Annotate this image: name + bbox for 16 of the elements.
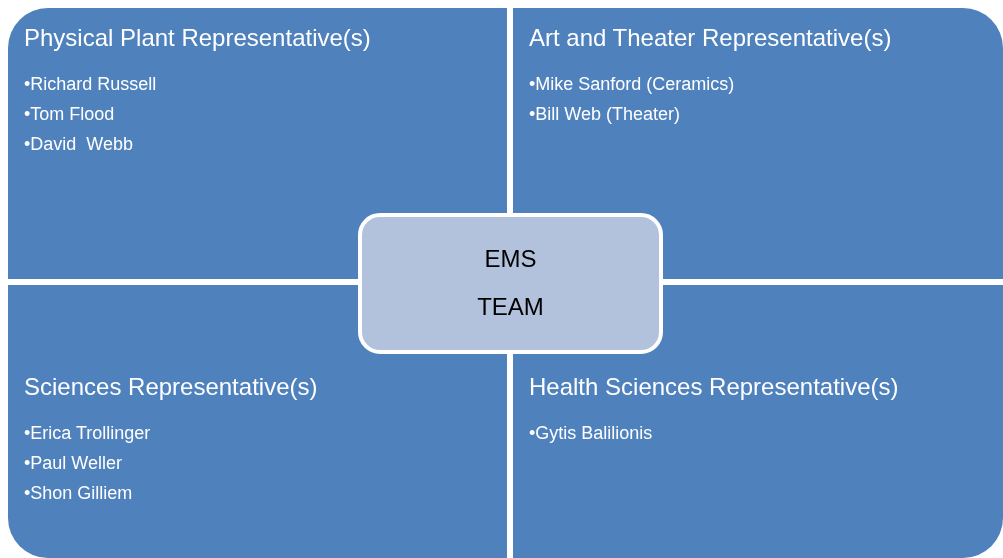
member-name: •David Webb [24, 134, 134, 155]
member-name: •Bill Web (Theater) [529, 104, 680, 125]
panel-heading: Health Sciences Representative(s) [529, 373, 899, 401]
panel-heading: Sciences Representative(s) [24, 373, 318, 401]
member-name: •Mike Sanford (Ceramics) [529, 74, 735, 95]
member-name: •Shon Gilliem [24, 483, 133, 504]
center-label: TEAM [476, 293, 545, 321]
panel-heading: Art and Theater Representative(s) [529, 24, 892, 52]
panel-heading: Physical Plant Representative(s) [24, 24, 371, 52]
member-name: •Paul Weller [24, 453, 122, 474]
member-name: •Tom Flood [24, 104, 115, 125]
center-box [358, 213, 663, 354]
member-name: •Erica Trollinger [24, 423, 151, 444]
member-name: •Gytis Balilionis [529, 423, 653, 444]
member-name: •Richard Russell [24, 74, 157, 95]
center-label: EMS [483, 245, 538, 273]
